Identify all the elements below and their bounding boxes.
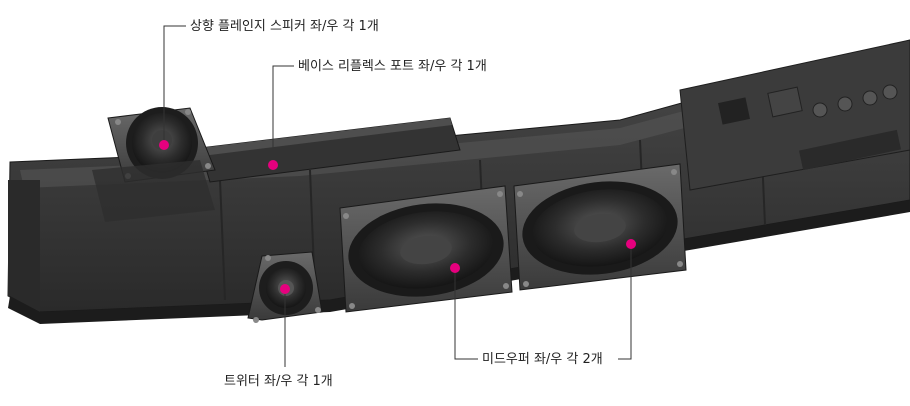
leader-lines xyxy=(163,25,632,367)
upfiring-leader-line xyxy=(163,25,186,145)
upfiring-marker xyxy=(159,140,169,150)
midwoofer-left-marker xyxy=(450,263,460,273)
midwoofer-leader-line-left xyxy=(454,268,478,360)
midwoofer-right xyxy=(513,163,687,291)
markers xyxy=(159,140,636,294)
midwoofer-left xyxy=(339,185,513,313)
midwoofer-leader-line-right xyxy=(618,244,632,360)
midwoofer-right-marker xyxy=(626,239,636,249)
tweeter-marker xyxy=(280,284,290,294)
upfiring-speaker-label: 상향 플레인지 스피커 좌/우 각 1개 xyxy=(190,19,379,34)
circuit-board xyxy=(679,39,910,191)
tweeter-label: 트위터 좌/우 각 1개 xyxy=(224,374,333,389)
bass-port-label: 베이스 리플렉스 포트 좌/우 각 1개 xyxy=(298,59,487,74)
midwoofer-label: 미드우퍼 좌/우 각 2개 xyxy=(482,352,603,367)
bass-port-leader-line xyxy=(272,65,294,165)
bass-port-marker xyxy=(268,160,278,170)
